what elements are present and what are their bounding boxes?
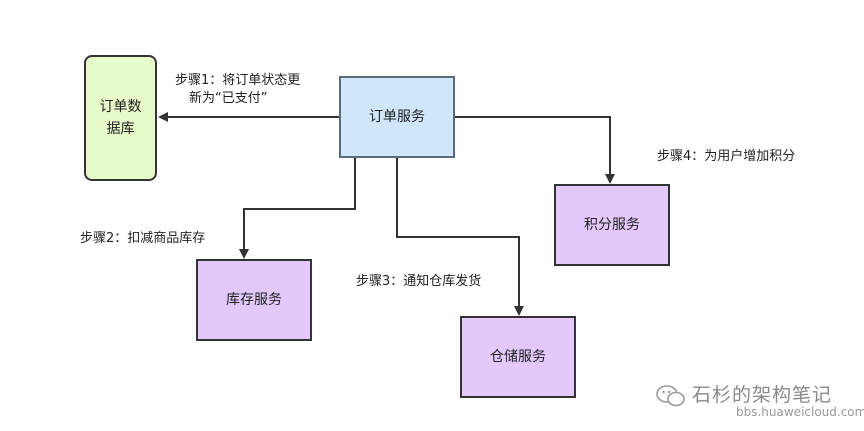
order-database: 订单数据库 <box>84 55 157 181</box>
warehouse-service: 仓储服务 <box>460 316 576 398</box>
points-service-label: 积分服务 <box>584 217 640 233</box>
inventory-service-label: 库存服务 <box>226 292 282 308</box>
wechat-icon <box>656 385 685 407</box>
order-database-label: 订单数据库 <box>99 99 142 137</box>
watermark-url: bbs.huaweicloud.com <box>736 405 864 419</box>
order-service: 订单服务 <box>339 76 455 158</box>
step3-label: 步骤3：通知仓库发货 <box>356 274 482 289</box>
connector-order-to-inventory <box>239 158 356 259</box>
step1-line1: 步骤1：将订单状态更 <box>175 73 301 88</box>
connector-order-to-warehouse <box>396 158 524 316</box>
watermark: 石杉的架构笔记 bbs.huaweicloud.com <box>656 378 864 426</box>
inventory-service: 库存服务 <box>196 259 312 341</box>
order-service-label: 订单服务 <box>369 109 425 125</box>
points-service: 积分服务 <box>554 184 670 266</box>
step2-label: 步骤2：扣减商品库存 <box>80 231 206 246</box>
step1-line2: 新为“已支付” <box>189 91 268 106</box>
warehouse-service-label: 仓储服务 <box>490 349 546 365</box>
step1-label: 步骤1：将订单状态更 新为“已支付” <box>175 72 300 108</box>
connector-order-to-points <box>455 116 615 184</box>
watermark-title: 石杉的架构笔记 <box>692 384 833 406</box>
step4-label: 步骤4：为用户增加积分 <box>657 149 796 164</box>
